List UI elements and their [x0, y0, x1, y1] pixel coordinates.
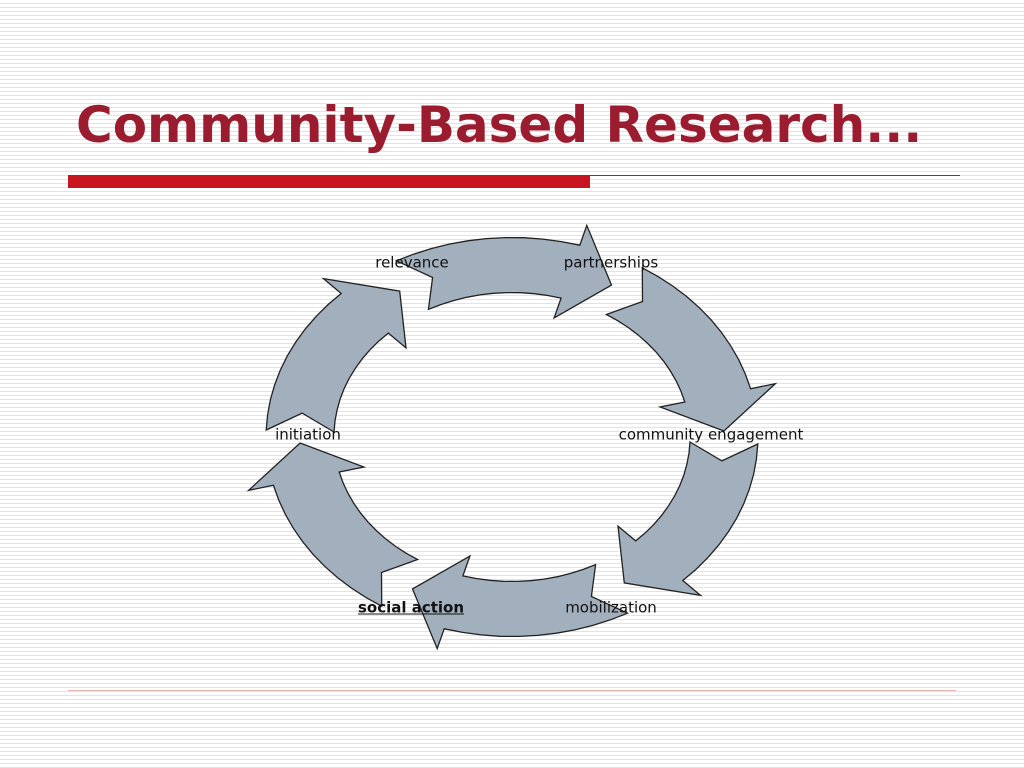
arrow-partnerships-to-engagement	[604, 266, 778, 432]
footer-divider	[68, 690, 956, 691]
arrow-social-action-to-initiation	[246, 442, 420, 608]
cycle-arrows	[246, 223, 778, 651]
title-underline-thin	[590, 175, 960, 176]
slide-title: Community-Based Research...	[76, 96, 923, 154]
cycle-node-mobilization: mobilization	[565, 598, 657, 617]
title-underline-thick	[68, 175, 590, 188]
cycle-node-partnerships: partnerships	[563, 253, 659, 272]
arrow-initiation-to-relevance	[265, 277, 407, 434]
arrow-mobilization-to-social-action	[411, 554, 630, 651]
cycle-node-initiation: initiation	[275, 425, 341, 444]
cycle-node-community-engagement: community engagement	[618, 425, 804, 444]
cycle-node-relevance: relevance	[375, 253, 449, 272]
arrow-relevance-to-partnerships	[394, 223, 613, 320]
arrow-engagement-to-mobilization	[617, 440, 759, 597]
cycle-node-social-action: social action	[357, 598, 465, 617]
